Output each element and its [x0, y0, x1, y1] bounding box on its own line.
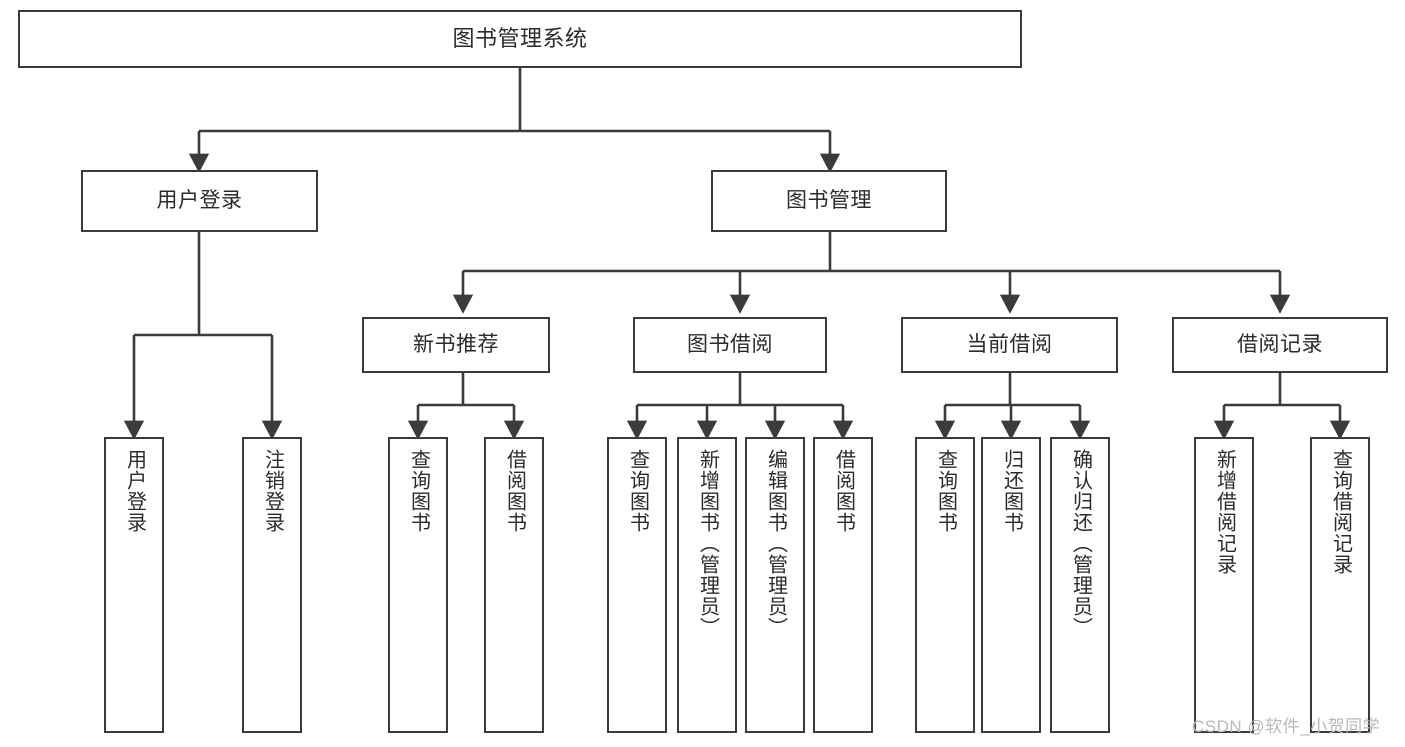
node-book-manage[interactable]: 图书管理: [711, 170, 947, 232]
node-label: 图书管理: [786, 188, 872, 212]
node-label: 借阅图书: [832, 449, 855, 533]
leaf-borrow-book-recommend[interactable]: 借阅图书: [484, 437, 544, 733]
node-label: 借阅图书: [503, 449, 526, 533]
leaf-add-book[interactable]: 新增图书（管理员）: [677, 437, 737, 733]
node-borrow-record[interactable]: 借阅记录: [1172, 317, 1388, 373]
node-book-borrow[interactable]: 图书借阅: [633, 317, 827, 373]
node-label: 查询图书: [934, 449, 957, 533]
node-label: 当前借阅: [966, 332, 1053, 356]
leaf-borrow-book[interactable]: 借阅图书: [813, 437, 873, 733]
node-root-system[interactable]: 图书管理系统: [18, 10, 1022, 68]
node-label: 查询图书: [626, 449, 649, 533]
node-label: 归还图书: [1000, 449, 1023, 533]
node-label: 用户登录: [156, 188, 243, 212]
node-label: 图书管理系统: [452, 26, 588, 52]
leaf-query-book-borrow[interactable]: 查询图书: [607, 437, 667, 733]
node-label: 编辑图书（管理员）: [764, 449, 787, 638]
node-label: 图书借阅: [687, 332, 773, 356]
node-label: 新增借阅记录: [1213, 449, 1236, 575]
leaf-edit-book[interactable]: 编辑图书（管理员）: [745, 437, 805, 733]
node-label: 注销登录: [261, 449, 284, 533]
leaf-confirm-return[interactable]: 确认归还（管理员）: [1050, 437, 1110, 733]
node-label: 查询借阅记录: [1329, 449, 1352, 575]
leaf-logout-login[interactable]: 注销登录: [242, 437, 302, 733]
node-label: 新书推荐: [413, 332, 499, 356]
watermark: CSDN @软件_小贺同学: [1192, 717, 1381, 736]
node-label: 借阅记录: [1237, 332, 1323, 356]
leaf-add-borrow-record[interactable]: 新增借阅记录: [1194, 437, 1254, 733]
leaf-query-borrow-record[interactable]: 查询借阅记录: [1310, 437, 1370, 733]
node-label: 新增图书（管理员）: [696, 449, 719, 638]
leaf-query-book-current[interactable]: 查询图书: [915, 437, 975, 733]
node-new-book-recommend[interactable]: 新书推荐: [362, 317, 550, 373]
leaf-user-login[interactable]: 用户登录: [104, 437, 164, 733]
node-label: 确认归还（管理员）: [1069, 449, 1092, 638]
node-current-borrow[interactable]: 当前借阅: [901, 317, 1118, 373]
leaf-return-book[interactable]: 归还图书: [981, 437, 1041, 733]
node-label: 查询图书: [407, 449, 430, 533]
node-label: 用户登录: [123, 449, 146, 533]
leaf-query-book-recommend[interactable]: 查询图书: [388, 437, 448, 733]
node-user-login[interactable]: 用户登录: [81, 170, 318, 232]
